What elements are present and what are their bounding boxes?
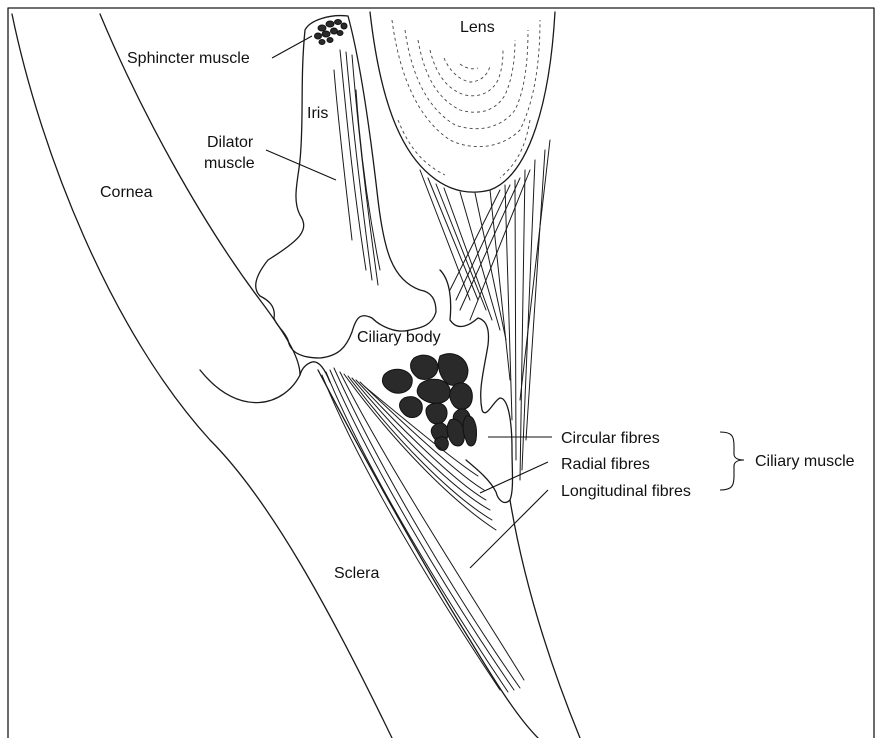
longitudinal-fibres (322, 368, 524, 692)
sclera-wall-inner (510, 500, 580, 738)
longitudinal-fibres-label: Longitudinal fibres (561, 483, 691, 500)
sphincter-muscle-label: Sphincter muscle (127, 50, 250, 67)
sphincter-muscle-cluster (315, 20, 348, 45)
circular-fibres-label: Circular fibres (561, 430, 660, 447)
corneal-angle (200, 362, 330, 403)
lens (370, 12, 555, 192)
radial-fibres-leader (480, 462, 548, 493)
cornea-label: Cornea (100, 184, 153, 201)
ciliary-body-label: Ciliary body (357, 329, 441, 346)
sphincter-leader (272, 36, 312, 58)
radial-fibres-label: Radial fibres (561, 456, 650, 473)
iris-label: Iris (307, 105, 328, 122)
dilator-label-line2: muscle (204, 155, 255, 172)
lens-label: Lens (460, 19, 495, 36)
cornea-outer-wall (12, 14, 392, 738)
sclera-wall (318, 370, 538, 738)
ciliary-muscle-brace (720, 432, 744, 490)
sclera-label: Sclera (334, 565, 379, 582)
dilator-muscle-strands (334, 50, 380, 285)
ciliary-muscle-label: Ciliary muscle (755, 453, 855, 470)
circular-fibres-blobs (382, 354, 476, 451)
dilator-label-line1: Dilator (207, 134, 254, 151)
